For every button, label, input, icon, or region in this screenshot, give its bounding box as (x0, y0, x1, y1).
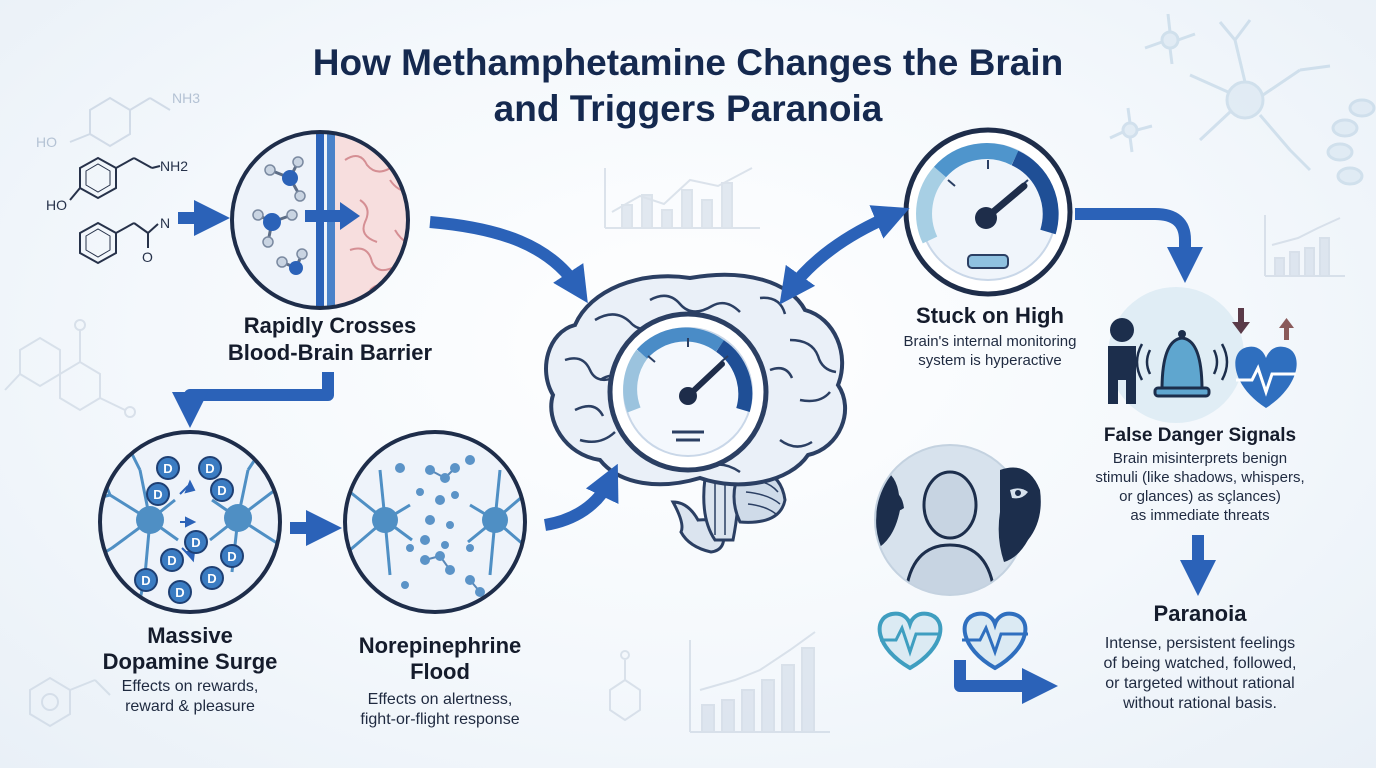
dopamine-dot-label: D (175, 585, 184, 600)
dopamine-dot-label: D (217, 483, 226, 498)
dopamine-dot-label: D (205, 461, 214, 476)
watching-face-silhouette-icon (998, 467, 1041, 562)
brain-illustration (544, 272, 848, 554)
dopamine-dot (184, 530, 208, 554)
chem-label-n: N (160, 215, 171, 231)
danger-signals-description-line-4: as immediate threats (1130, 507, 1270, 524)
danger-signals-heading: False Danger Signals (1103, 425, 1297, 446)
heartbeat-heart-icon (877, 611, 943, 671)
norepinephrine-heading-line-1: Norepinephrine (358, 633, 522, 658)
heartbeat-heart-icon-2 (962, 611, 1028, 671)
paranoia-description-line-3: or targeted without rational (1105, 675, 1295, 692)
arrow-down-icon (1232, 308, 1250, 334)
page-title-line-1: How Methamphetamine Changes the Brain (312, 42, 1064, 83)
arrow-norepinephrine-to-brain (543, 463, 619, 531)
stuck-on-high-heading: Stuck on High (916, 303, 1064, 328)
arrow-up-icon (1279, 318, 1294, 340)
paranoia-description-line-2: of being watched, followed, (1103, 655, 1297, 672)
arrow-barrier-to-dopamine (172, 372, 334, 428)
faint-bar-chart-icon-2 (689, 631, 830, 733)
paranoia-watchers-illustration (874, 444, 1041, 671)
alarm-bell-icon (1153, 330, 1211, 398)
heart-rate-icon (1235, 346, 1297, 408)
background-decorations (4, 13, 1376, 733)
dopamine-dot-label: D (167, 553, 176, 568)
dopamine-dot (146, 482, 170, 506)
person-silhouette-icon (1108, 318, 1136, 404)
dopamine-dot-label: D (191, 535, 200, 550)
dopamine-dot (200, 566, 224, 590)
barrier-crossing-illustration (230, 130, 410, 310)
dopamine-dot (168, 580, 192, 604)
dopamine-description-line-2: reward & pleasure (125, 698, 255, 715)
norepinephrine-heading-line-2: Flood (410, 659, 470, 684)
faint-neuron-icon (1109, 13, 1376, 186)
dopamine-dot-label: D (227, 549, 236, 564)
chem-label-nh2: NH2 (160, 158, 189, 174)
dopamine-dot (156, 456, 180, 480)
stuck-on-high-gauge (903, 127, 1073, 297)
dopamine-dot (198, 456, 222, 480)
faint-bar-chart-icon-3 (1264, 215, 1345, 277)
faint-hex-network-icon (4, 319, 641, 728)
page-title-line-2: and Triggers Paranoia (493, 88, 883, 129)
chem-label-ho: HO (46, 197, 67, 213)
danger-signals-description-line-2: stimuli (like shadows, whispers, (1095, 469, 1305, 486)
barrier-heading-line-1: Rapidly Crosses (243, 313, 417, 338)
arrow-barrier-to-brain (429, 216, 588, 304)
dopamine-dot (134, 568, 158, 592)
barrier-heading-line-2: Blood-Brain Barrier (227, 340, 433, 365)
chem-label-ho-top: HO (36, 134, 57, 150)
amphetamine-molecule-icon (69, 156, 161, 201)
danger-signals-icons (1108, 287, 1297, 423)
dopamine-dot-label: D (153, 487, 162, 502)
phenyl-molecule-icon (79, 221, 159, 265)
danger-signals-description-line-3: or glances) as sçlances) (1119, 488, 1281, 505)
arrow-heart-to-paranoia (954, 660, 1058, 704)
paranoia-heading: Paranoia (1153, 601, 1247, 626)
molecule-structures (69, 156, 161, 265)
dopamine-dot (210, 478, 234, 502)
flow-arrows (172, 200, 1216, 704)
paranoia-description-line-4: without rational basis. (1123, 695, 1277, 712)
stuck-on-high-description-line-1: Brain's internal monitoring (903, 333, 1077, 350)
arrow-brain-gauge-two-way (779, 205, 910, 305)
chem-label-nh3: NH3 (172, 90, 201, 106)
chem-label-o: O (142, 249, 153, 265)
norepinephrine-description-line-1: Effects on alertness, (367, 691, 513, 708)
dopamine-dot (160, 548, 184, 572)
arrow-gauge-to-danger (1075, 208, 1203, 283)
dopamine-arrows (179, 479, 197, 563)
danger-signals-description-line-1: Brain misinterprets benign (1112, 450, 1288, 467)
brain-speedometer-gauge (607, 311, 769, 473)
dopamine-dot-label: D (163, 461, 172, 476)
dopamine-description-line-1: Effects on rewards, (121, 678, 259, 695)
dopamine-heading-line-1: Massive (147, 623, 233, 648)
dopamine-dot-label: D (207, 571, 216, 586)
paranoia-description-line-1: Intense, persistent feelings (1104, 635, 1296, 652)
dopamine-dot-label: D (141, 573, 150, 588)
faint-bar-chart-icon (604, 167, 760, 229)
stuck-on-high-description-line-2: system is hyperactive (918, 352, 1062, 369)
sound-waves-icon (1135, 343, 1229, 381)
dopamine-heading-line-2: Dopamine Surge (102, 649, 278, 674)
norepinephrine-description-line-2: fight-or-flight response (360, 711, 520, 728)
dopamine-dot (220, 544, 244, 568)
norepinephrine-flood-illustration (343, 430, 527, 614)
faint-molecule-icon (69, 96, 171, 148)
